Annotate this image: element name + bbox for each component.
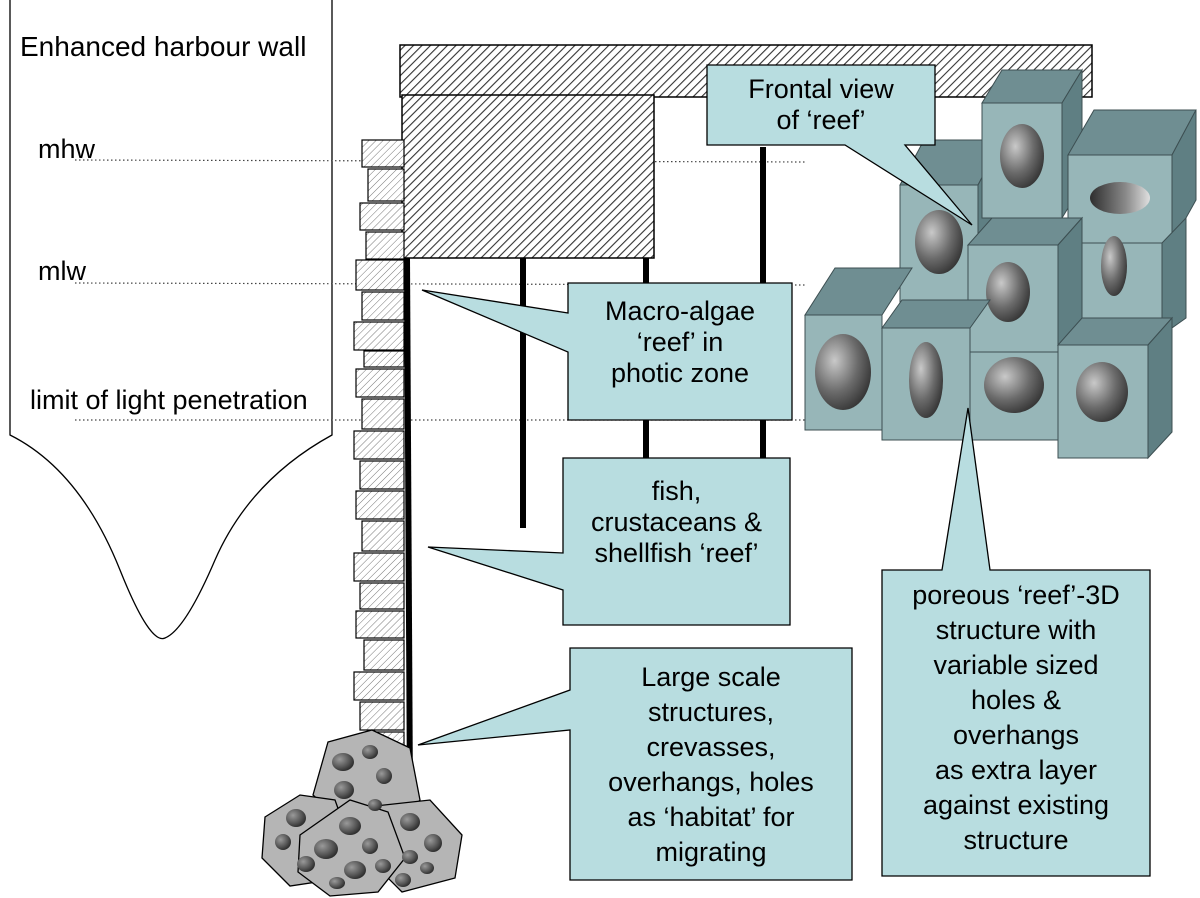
macro-line-3: photic zone	[610, 358, 750, 388]
frontal-line-1: Frontal view	[748, 74, 894, 104]
poreous-text: poreous ‘reef’-3D structure with variabl…	[882, 578, 1150, 858]
mlw-label: mlw	[38, 256, 86, 286]
reef-cube	[981, 68, 1083, 220]
callout-large-scale	[417, 647, 853, 881]
poreous-line-5: overhangs	[952, 720, 1080, 750]
title-label: Enhanced harbour wall	[20, 31, 306, 62]
callout-fish	[427, 457, 791, 626]
porous-reef-cubes	[804, 68, 1197, 460]
brick-wall	[353, 139, 405, 755]
large-line-4: overhangs, holes	[608, 767, 814, 797]
large-line-5: as ‘habitat’ for	[627, 802, 795, 832]
poreous-line-6: as extra layer	[934, 755, 1098, 785]
fish-line-3: shellfish ‘reef’	[594, 538, 759, 568]
fish-line-2: crustaceans &	[590, 507, 763, 537]
reef-cube	[1056, 316, 1174, 460]
large-line-3: crevasses,	[646, 732, 776, 762]
reef-cube	[966, 216, 1084, 360]
macro-line-1: Macro-algae	[604, 296, 756, 326]
fish-line-1: fish,	[651, 476, 702, 506]
callout-macro-algae	[421, 282, 793, 421]
macro-line-2: ‘reef’ in	[636, 327, 724, 357]
harbour-block	[401, 94, 655, 259]
callout-poreous	[881, 407, 1151, 877]
frontal-line-2: of ‘reef’	[776, 105, 866, 135]
frontal-view-text: Frontal view of ‘reef’	[707, 74, 935, 136]
rock-pile	[261, 729, 463, 897]
large-line-6: migrating	[655, 837, 767, 867]
reef-cube	[1067, 109, 1197, 245]
poreous-line-1: poreous ‘reef’-3D	[912, 580, 1120, 610]
large-scale-text: Large scale structures, crevasses, overh…	[570, 660, 852, 870]
poreous-line-2: structure with	[935, 615, 1097, 645]
fish-text: fish, crustaceans & shellfish ‘reef’	[563, 476, 790, 569]
large-line-1: Large scale	[641, 662, 781, 692]
wall-post	[404, 257, 413, 801]
reef-cube	[1069, 216, 1187, 336]
reef-cube	[804, 267, 913, 431]
light-penetration-label: limit of light penetration	[30, 385, 308, 415]
large-line-2: structures,	[647, 697, 775, 727]
callout-shapes	[417, 64, 1151, 881]
callout-frontal-view	[706, 64, 973, 226]
reef-cube	[969, 351, 1059, 441]
poreous-line-8: structure	[963, 825, 1069, 855]
poreous-line-7: against existing	[922, 790, 1110, 820]
poreous-line-4: holes &	[970, 685, 1062, 715]
seabed-profile	[9, 0, 333, 640]
mhw-label: mhw	[38, 134, 96, 164]
poreous-line-3: variable sized	[933, 650, 1099, 680]
macro-algae-text: Macro-algae ‘reef’ in photic zone	[568, 296, 792, 389]
